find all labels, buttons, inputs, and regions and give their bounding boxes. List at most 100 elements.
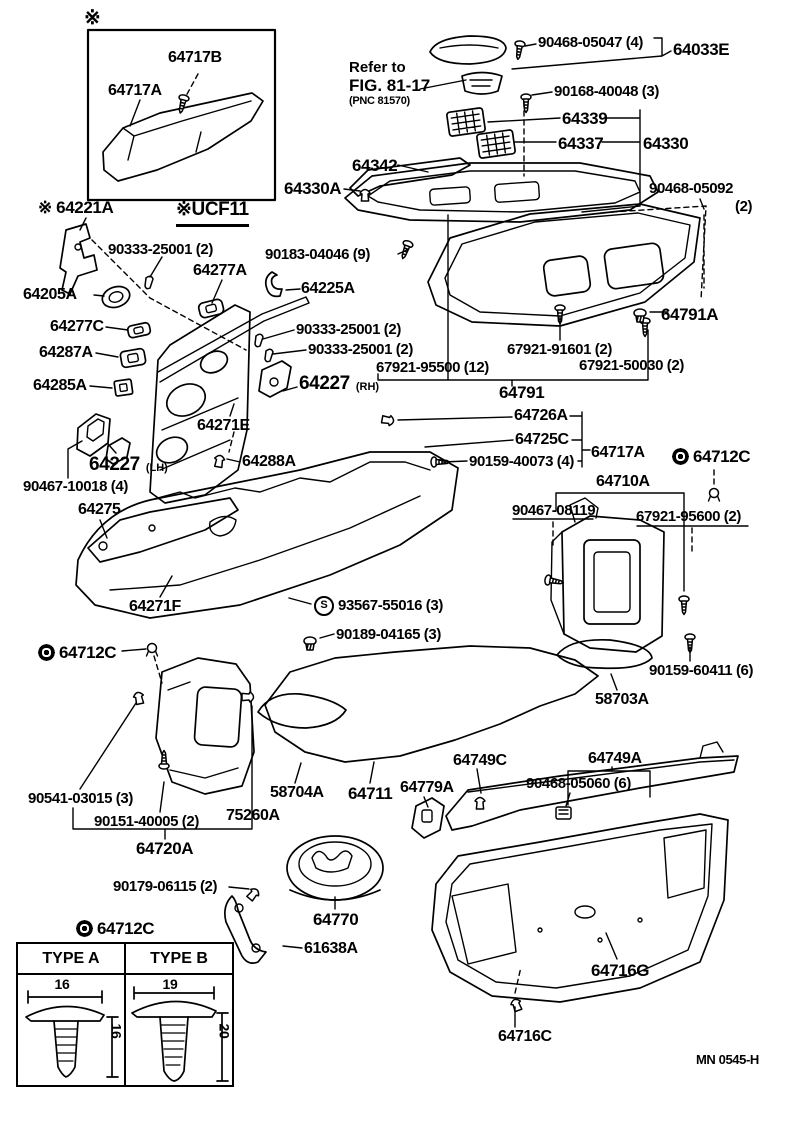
part-label: 64717A	[591, 444, 645, 462]
reference-note: Refer to FIG. 81-17 (PNC 81570)	[349, 59, 430, 108]
part-number-text: 64749A	[588, 750, 642, 767]
grommet-washer-icon	[38, 644, 55, 662]
part-number-text: 64337	[558, 134, 604, 153]
part-label: 67921-91601 (2)	[507, 342, 612, 358]
part-number-text: 90333-25001 (2)	[296, 321, 401, 338]
clip-type-table: TYPE A 16 16 TYPE B	[16, 942, 234, 1087]
part-side-suffix: (LH)	[145, 462, 168, 475]
part-number-text: 64277C	[50, 318, 104, 335]
part-number-text: 90159-40073 (4)	[469, 453, 574, 470]
part-number-text: 90467-10018 (4)	[23, 478, 128, 495]
part-label: 64749A	[588, 750, 642, 768]
part-label: 90467-10018 (4)	[23, 479, 128, 495]
part-number-text: 90168-40048 (3)	[554, 83, 659, 100]
clip-drawing-type-b	[131, 986, 229, 1082]
grommet-washer-icon	[672, 448, 689, 466]
part-number-text: 64770	[313, 910, 359, 929]
part-number-text: 64726A	[514, 407, 568, 424]
part-label: 90179-06115 (2)	[113, 879, 217, 895]
part-number-text: 64330A	[284, 179, 342, 198]
part-label: 64716G	[591, 962, 650, 980]
part-label: 64271F	[129, 598, 181, 616]
part-label: 90468-05092	[649, 181, 733, 197]
type-a-head-width: 16	[54, 976, 70, 992]
part-label: 90467-08119	[512, 502, 596, 519]
part-label: 90183-04046 (9)	[265, 247, 370, 263]
part-number-text: 64720A	[136, 839, 194, 858]
part-label: 64717A	[108, 82, 162, 100]
part-number-text: 64716C	[498, 1028, 552, 1045]
part-number-text: 67921-95500 (12)	[376, 359, 489, 376]
part-label: 64712C	[672, 448, 751, 466]
part-label: 64720A	[136, 839, 194, 858]
clip-type-a-column: TYPE A 16 16	[18, 944, 125, 1085]
part-label: 64770	[313, 910, 359, 929]
part-label: 64285A	[33, 377, 87, 395]
part-number-text: ※UCF11	[176, 199, 249, 220]
part-label: 90159-40073 (4)	[469, 454, 574, 470]
part-label: 90333-25001 (2)	[108, 242, 213, 258]
type-a-header: TYPE A	[18, 944, 124, 975]
part-label: 64205A	[23, 286, 77, 304]
part-label: 64330A	[284, 179, 342, 198]
part-number-text: 64205A	[23, 286, 77, 303]
part-label: 64227 (RH)	[299, 374, 379, 394]
part-label: 90333-25001 (2)	[308, 342, 413, 358]
part-label: 64342	[352, 157, 398, 175]
part-number-text: 64033E	[673, 40, 730, 59]
part-label: 64277C	[50, 318, 104, 336]
reference-note-line3: (PNC 81570)	[349, 95, 410, 108]
part-number-text: 64227	[89, 454, 140, 475]
part-label: 90189-04165 (3)	[336, 627, 441, 643]
part-label: 90541-03015 (3)	[28, 791, 133, 807]
type-b-header: TYPE B	[126, 944, 232, 975]
type-a-length: 16	[108, 1023, 125, 1039]
part-number-text: 90468-05047 (4)	[538, 34, 643, 51]
model-code: ※UCF11	[176, 200, 249, 227]
part-label: 64726A	[514, 407, 568, 425]
part-label: 64277A	[193, 262, 247, 280]
part-label: 64337	[558, 134, 604, 153]
s-circle-icon: S	[314, 596, 334, 616]
doc-code: MN 0545-H	[696, 1053, 759, 1067]
part-number-text: 64227	[299, 373, 350, 394]
part-label: 64791	[499, 384, 545, 402]
part-label: 64287A	[39, 344, 93, 362]
part-number-text: 64711	[348, 784, 393, 803]
part-number-text: 58703A	[595, 691, 649, 708]
part-number-text: 64330	[643, 134, 689, 153]
part-label: 64033E	[673, 40, 730, 59]
part-label: 67921-50030 (2)	[579, 358, 684, 374]
part-number-text: 90541-03015 (3)	[28, 790, 133, 807]
part-number-text: 61638A	[304, 940, 358, 957]
part-number-text: 90467-08119	[512, 502, 596, 519]
part-label: 61638A	[304, 940, 358, 958]
part-label: 64339	[562, 110, 608, 128]
part-label: 64710A	[596, 473, 650, 491]
part-side-suffix: (RH)	[355, 381, 380, 394]
part-label: 90168-40048 (3)	[554, 84, 659, 100]
part-number-text: 67921-50030 (2)	[579, 357, 684, 374]
part-label: 64717B	[168, 49, 222, 67]
part-label: 64712C	[38, 643, 117, 662]
part-number-text: MN 0545-H	[696, 1052, 759, 1067]
part-number-text: 64712C	[97, 919, 155, 938]
part-label: 67921-95600 (2)	[636, 509, 741, 525]
part-label: 90468-05060 (6)	[526, 776, 631, 792]
part-number-text: 64287A	[39, 344, 93, 361]
part-label: (2)	[735, 199, 753, 215]
part-number-text: 64275	[78, 501, 121, 518]
part-label: 75260A	[226, 807, 280, 825]
part-label: 90333-25001 (2)	[296, 322, 401, 338]
part-number-text: 90159-60411 (6)	[649, 662, 754, 679]
part-label: 64716C	[498, 1028, 552, 1046]
part-number-text: 64712C	[59, 643, 117, 662]
part-label: 90159-60411 (6)	[649, 663, 753, 679]
grommet-washer-icon	[76, 920, 93, 938]
part-number-text: 67921-91601 (2)	[507, 341, 612, 358]
part-label: 90468-05047 (4)	[538, 35, 643, 51]
part-number-text: 64288A	[242, 453, 296, 470]
